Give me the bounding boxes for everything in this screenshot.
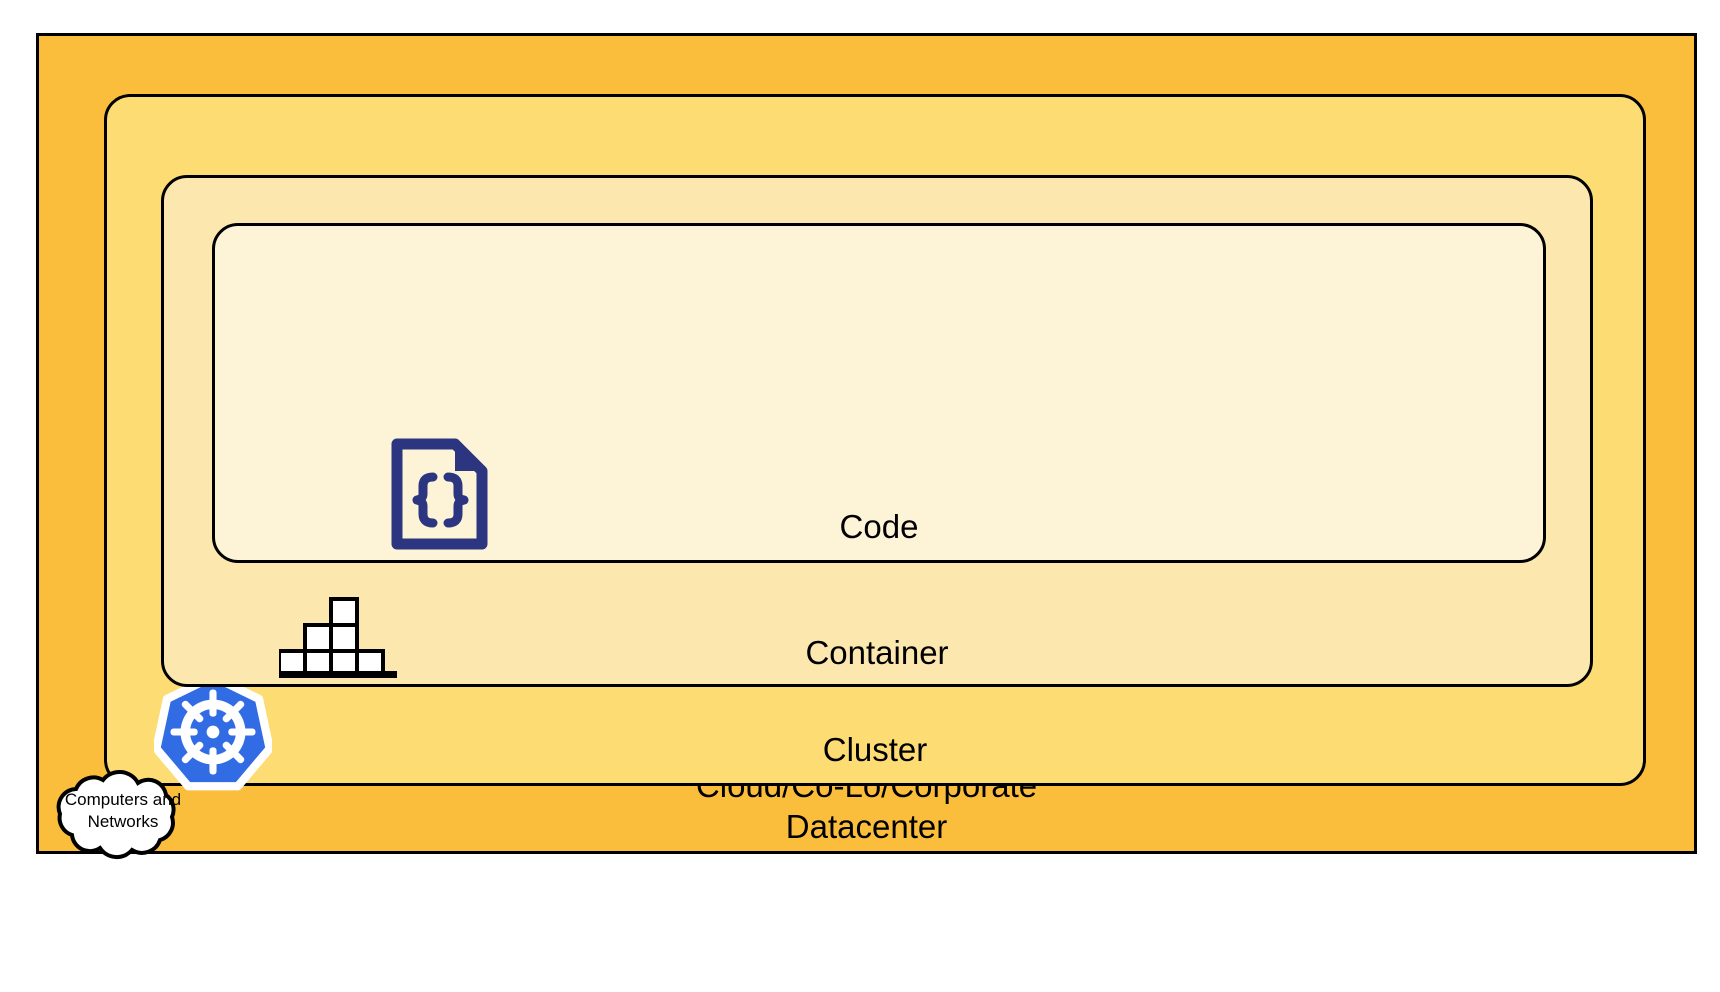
layer-cluster-label: Cluster (822, 731, 928, 768)
layer-container[interactable]: Container (161, 175, 1593, 687)
callout-label: Computers and Networks (64, 790, 182, 831)
layer-cluster[interactable]: Cluster (104, 94, 1646, 791)
cloud-shape-icon (56, 769, 176, 860)
layer-datacenter[interactable]: Cloud/Co-Lo/Corporate Datacenter Cluster (36, 33, 1697, 860)
json-document-icon (387, 434, 492, 554)
layer-code[interactable]: Code (212, 223, 1546, 563)
computers-and-networks-callout[interactable]: Computers and Networks (38, 759, 208, 863)
kubernetes-helm-icon (154, 673, 272, 791)
container-blocks-icon (279, 593, 404, 678)
